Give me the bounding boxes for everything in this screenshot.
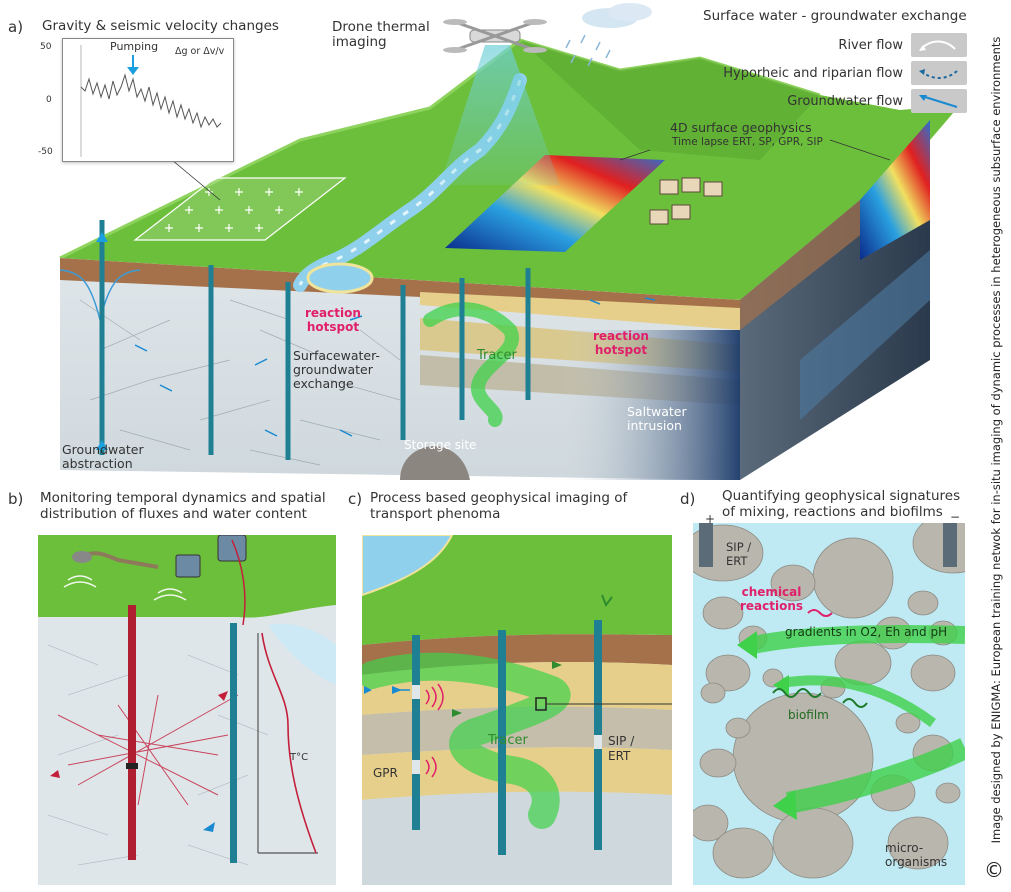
- panel-a-letter: a): [8, 18, 24, 36]
- reaction-hotspot-label-2: reaction hotspot: [593, 329, 649, 357]
- well-icons: [99, 220, 531, 460]
- panel-b-title: Monitoring temporal dynamics and spatial…: [40, 490, 326, 522]
- blue-arrow-icon: [911, 89, 967, 113]
- landscape-block-diagram: [59, 3, 960, 480]
- gravity-grid: [133, 177, 347, 241]
- panel-c-letter: c): [348, 490, 363, 508]
- legend-river-label: River flow: [838, 37, 903, 53]
- rain-cloud-icon: [565, 3, 652, 67]
- panel-c-illustration: [362, 535, 672, 885]
- panel-d-title: Quantifying geophysical signatures of mi…: [722, 488, 961, 520]
- geophysics-title: 4D surface geophysics: [670, 120, 812, 135]
- temperature-label: T°C: [290, 752, 309, 763]
- chemical-reactions-label: chemical reactions: [740, 585, 804, 613]
- gravity-inset-plot: [62, 38, 234, 162]
- inset-delta-label: Δg or Δv/v: [175, 46, 225, 57]
- panel-c-tracer-label: Tracer: [488, 733, 528, 748]
- legend-hyporheic-label: Hyporheic and riparian flow: [723, 65, 903, 81]
- inset-pumping-label: Pumping: [110, 40, 159, 53]
- legend-river-flow: River flow: [838, 33, 967, 57]
- geophysics-subtitle: Time lapse ERT, SP, GPR, SIP: [672, 136, 823, 148]
- drone-icon: [443, 19, 547, 53]
- panel-d-letter: d): [680, 490, 696, 508]
- inset-tick-minus-50: -50: [38, 147, 53, 157]
- surface-water-title: Surface water - groundwater exchange: [703, 8, 967, 24]
- panel-d-illustration: [693, 523, 965, 885]
- drone-title: Drone thermal imaging: [332, 19, 430, 50]
- sensor-icons: [72, 535, 247, 578]
- blue-dashed-arrow-icon: [911, 61, 967, 85]
- micro-organisms-label: micro- organisms: [885, 841, 948, 869]
- groundwater-arrows: [134, 297, 656, 437]
- electrode-minus: −: [950, 510, 961, 524]
- white-curved-arrow-icon: [911, 33, 967, 57]
- storage-site-label: Storage site: [404, 438, 477, 452]
- panel-d-sip-label: SIP / ERT: [726, 540, 752, 568]
- reaction-hotspot-label-1: reaction hotspot: [305, 306, 361, 334]
- credit-text: Image designed by ENIGMA: European train…: [989, 36, 1003, 844]
- inset-tick-0: 0: [46, 95, 52, 105]
- biofilm-label: biofilm: [788, 708, 829, 722]
- inset-tick-50: 50: [40, 42, 52, 52]
- gpr-label: GPR: [373, 766, 398, 780]
- gravity-title: Gravity & seismic velocity changes: [42, 18, 279, 34]
- abstraction-label: Groundwater abstraction: [62, 442, 144, 471]
- panel-b-illustration: [38, 535, 336, 885]
- gradients-label: gradients in O2, Eh and pH: [785, 625, 948, 639]
- panel-c-sip-label: SIP / ERT: [608, 734, 635, 763]
- credit-container: Image designed by ENIGMA: European train…: [986, 30, 1006, 850]
- legend-hyporheic-flow: Hyporheic and riparian flow: [723, 61, 967, 85]
- legend-groundwater-label: Groundwater flow: [787, 93, 903, 109]
- legend-groundwater-flow: Groundwater flow: [787, 89, 967, 113]
- exchange-label: Surfacewater- groundwater exchange: [293, 348, 380, 391]
- electrode-plus: +: [705, 512, 716, 526]
- copyright-icon: ©: [984, 858, 1004, 882]
- houses-icon: [649, 177, 723, 225]
- saltwater-label: Saltwater intrusion: [627, 404, 687, 433]
- panel-c-title: Process based geophysical imaging of tra…: [370, 490, 628, 522]
- panel-b-letter: b): [8, 490, 24, 508]
- tracer-label: Tracer: [477, 348, 517, 363]
